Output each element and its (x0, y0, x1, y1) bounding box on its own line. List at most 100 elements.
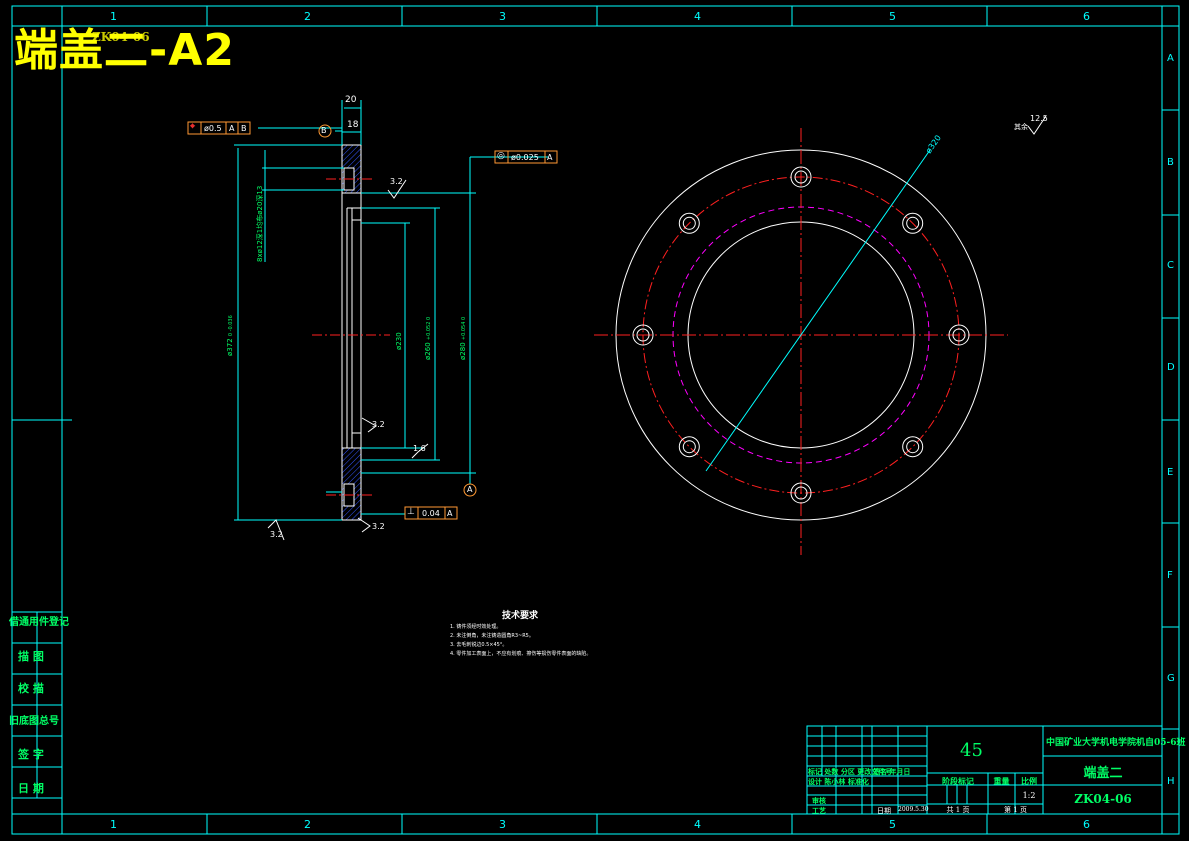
dim-holes: 8xø12深1均布ø20深13 (256, 185, 264, 262)
zone-ticks (12, 6, 1179, 834)
bolt-hole (790, 166, 812, 188)
zone-row-B: B (1167, 157, 1174, 168)
roughness-3-2-top: 3.2 (390, 177, 403, 186)
bolt-hole (678, 436, 700, 458)
tb-date: 2009.5.30 (898, 806, 929, 813)
title-block-lines (806, 725, 1163, 815)
section-view (187, 100, 1047, 541)
bolt-hole (952, 328, 966, 342)
gdt-runout-icon: ◎ (497, 151, 505, 161)
tb-row-3: 审核 (812, 796, 826, 805)
zone-row-D: D (1167, 362, 1175, 373)
zone-col-2-bottom: 2 (304, 818, 311, 831)
gdt-perp-ref: A (447, 509, 453, 518)
dim-230: ø230 (395, 332, 403, 350)
tech-requirements-title: 技术要求 (502, 611, 539, 621)
bolt-hole (682, 216, 696, 230)
tb-material: 45 (960, 740, 983, 761)
title-overlap-text: ZK04-06 (92, 30, 150, 44)
zone-col-1-top: 1 (110, 10, 117, 23)
zone-row-G: G (1167, 673, 1175, 684)
front-view (594, 128, 1008, 555)
drawing-title: 端盖二-A2 (14, 25, 235, 76)
gdt-position-ref-b: B (241, 124, 247, 133)
bolt-hole (790, 482, 812, 504)
zone-col-6-top: 6 (1083, 10, 1090, 23)
dim-372-tol: 0 -0.036 (228, 315, 234, 337)
roughness-3-2-bottom: 3.2 (270, 530, 283, 539)
roughness-3-2-bore: 3.2 (372, 420, 385, 429)
bolt-hole (902, 212, 924, 234)
tb-date-label: 日期 (877, 807, 891, 815)
zone-row-C: C (1167, 260, 1174, 271)
zone-col-3-bottom: 3 (499, 818, 506, 831)
bolt-hole (678, 212, 700, 234)
tb-scale: 1:2 (1022, 791, 1036, 800)
bolt-hole (902, 436, 924, 458)
gdt-position-icon: ⌖ (190, 122, 196, 132)
dim-20: 20 (345, 95, 357, 105)
datum-b-label: B (321, 126, 327, 135)
dim-280-tol: +0.054 0 (461, 316, 467, 341)
tb-part-name: 端盖二 (1083, 766, 1123, 781)
zone-col-6-bottom: 6 (1083, 818, 1090, 831)
bolt-hole (948, 324, 970, 346)
tb-drawing-no: ZK04-06 (1074, 792, 1132, 806)
bolt-hole (636, 328, 650, 342)
side-table-item: 借通用件登记 (9, 617, 69, 628)
dim-18: 18 (347, 120, 359, 130)
tech-requirement-item: 3. 去毛刺锐边0.5×45°。 (450, 642, 508, 648)
side-table-item: 校 描 (18, 682, 44, 695)
tb-row-1: 标记 处数 分区 更改文件号 (808, 767, 893, 776)
tb-scale-label: 比例 (1021, 776, 1037, 786)
roughness-12-5-prefix: 其余 (1014, 123, 1028, 131)
gdt-position-ref-a: A (229, 124, 235, 133)
tech-requirements-list: 1. 铸件须经时效处理。 2. 未注倒角，未注铸造圆角R3~R5。 3. 去毛刺锐边… (450, 623, 591, 659)
dim-280: ø280 +0.054 0 (459, 317, 467, 360)
zone-row-H: H (1167, 776, 1175, 787)
roughness-1-6: 1.6 (413, 444, 426, 453)
dim-260-tol: +0.052 0 (426, 316, 432, 341)
sheet-frame (11, 5, 1180, 835)
bolt-hole (794, 170, 808, 184)
tech-requirement-item: 4. 零件加工表面上，不应有划痕、擦伤等损伤零件表面的缺陷。 (450, 651, 592, 657)
side-table-item: 描 图 (18, 650, 44, 663)
bolt-hole (794, 486, 808, 500)
side-table-item: 日 期 (18, 782, 44, 795)
dim-280-value: ø280 (459, 342, 467, 360)
tb-sheet-no: 第 1 页 (1004, 806, 1027, 814)
gdt-perp-icon: ⊥ (407, 507, 415, 517)
side-table-item: 旧底图总号 (9, 716, 59, 727)
dim-260-value: ø260 (424, 342, 432, 360)
tech-requirement-item: 1. 铸件须经时效处理。 (450, 624, 502, 630)
tb-row-1b: 签名 年月日 (873, 767, 911, 776)
dim-372: ø372 0 -0.036 (226, 315, 234, 356)
tb-sheets-total: 共 1 页 (946, 806, 970, 814)
tech-requirements: 技术要求 1. 铸件须经时效处理。 2. 未注倒角，未注铸造圆角R3~R5。 3. … (450, 612, 591, 659)
zone-row-F: F (1167, 570, 1173, 581)
roughness-3-2-face: 3.2 (372, 522, 385, 531)
zone-col-3-top: 3 (499, 10, 506, 23)
tb-stage-label: 阶段标记 (942, 776, 974, 786)
bolt-hole (632, 324, 654, 346)
zone-col-1-bottom: 1 (110, 818, 117, 831)
tech-requirement-item: 2. 未注倒角，未注铸造圆角R3~R5。 (450, 633, 534, 639)
datum-a-label: A (467, 485, 473, 494)
zone-col-4-bottom: 4 (694, 818, 701, 831)
roughness-12-5: 12.5 (1030, 114, 1048, 123)
zone-row-A: A (1167, 53, 1174, 64)
gdt-position-tol: ø0.5 (204, 124, 222, 133)
zone-row-E: E (1167, 467, 1174, 478)
bolt-hole (906, 216, 920, 230)
gdt-runout-tol: ø0.025 (511, 153, 539, 162)
side-table-item: 签 字 (18, 748, 44, 761)
dim-260: ø260 +0.052 0 (424, 317, 432, 360)
bolt-hole (906, 440, 920, 454)
dim-372-value: ø372 (226, 338, 234, 356)
tb-weight-label: 重量 (993, 776, 1010, 786)
tb-row-2: 设计 陈小林 标准化 (808, 777, 869, 786)
zone-col-5-top: 5 (889, 10, 896, 23)
side-table-lines (11, 611, 63, 799)
bolt-hole (682, 440, 696, 454)
